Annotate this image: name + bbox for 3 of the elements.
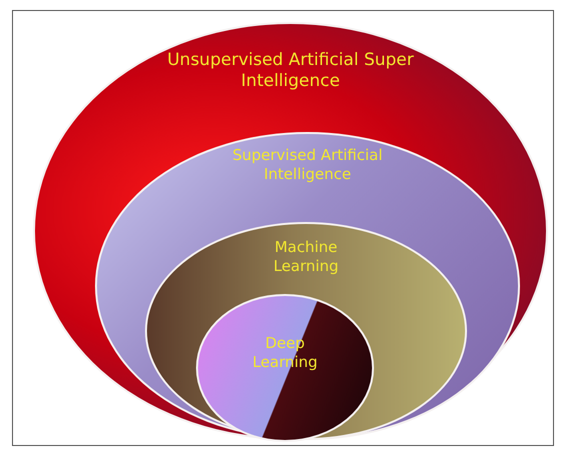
set-label: Supervised Artificial Intelligence [231,146,384,184]
set-label: Unsupervised Artificial Super Intelligence [166,50,415,92]
set-label: Machine Learning [272,238,340,276]
